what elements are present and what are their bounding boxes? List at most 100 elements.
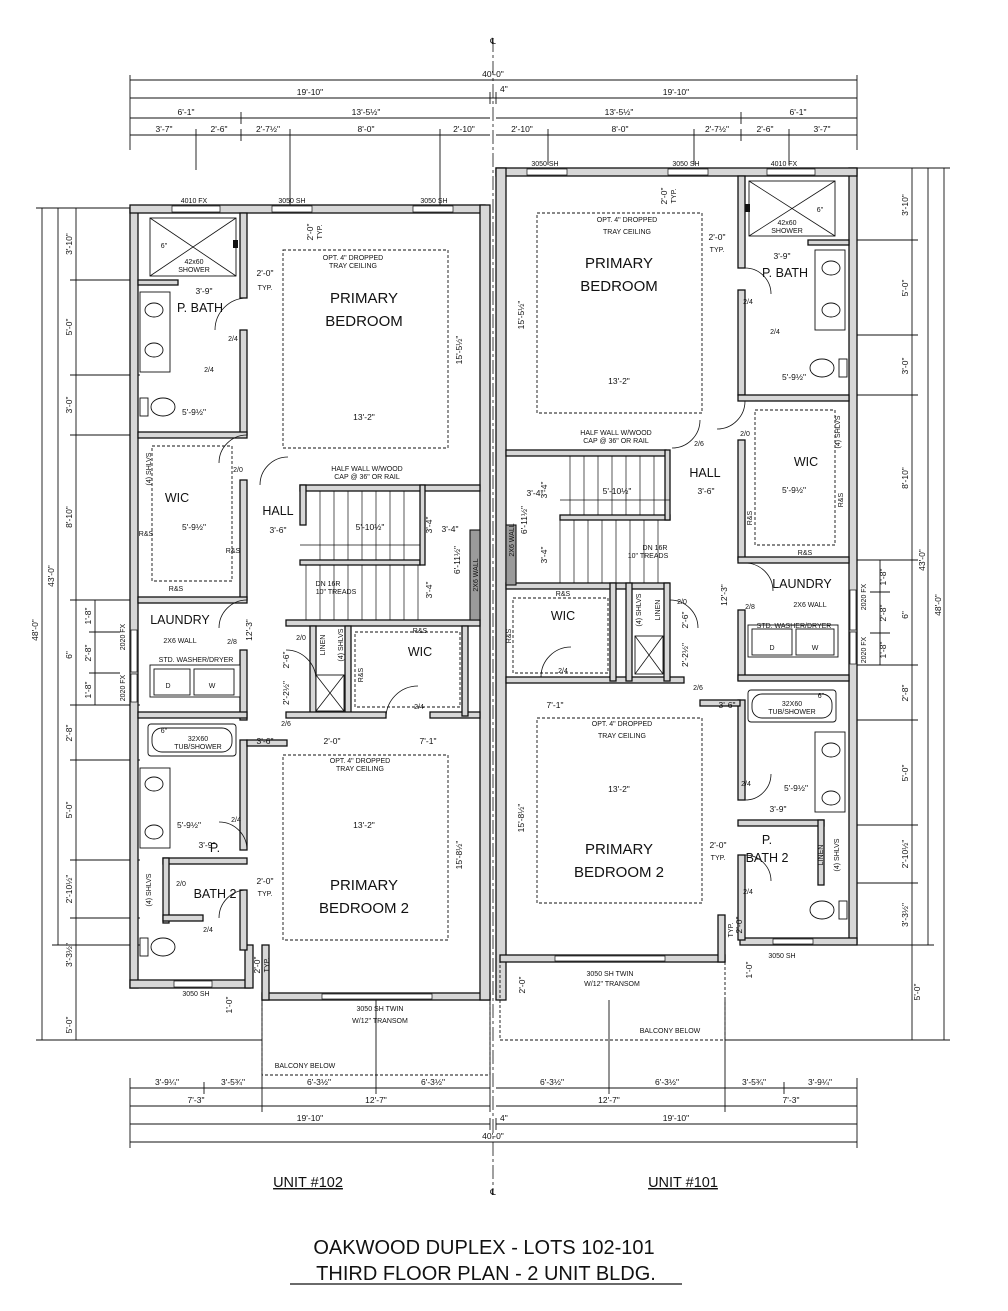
left-bottom-2-0: 2'-0" [252,957,262,974]
left-stair-3-4-b: 3'-4" [424,517,434,534]
left-stairs [300,491,420,620]
right-bedroom-15-5: 15'-5½" [516,301,526,330]
left-top-2-0: 2'-0" [305,224,315,241]
bottom-dimensions: 3'-9¼" 3'-5¾" 6'-3½" 6'-3½" 6'-3½" 6'-3½… [129,1000,858,1148]
left-bath2-3-9: 3'-9" [199,840,216,850]
right-window-3050sh-2: 3050 SH [672,161,699,168]
left-bottom-1-0: 1'-0" [224,997,234,1014]
right-door-2-4-c: 2/4 [741,781,751,788]
left-p-bath-label: P. BATH [177,301,223,315]
dim-bottom-sub-right-2: 6'-3½" [655,1077,679,1087]
dim-overall-depth-left: 48'-0" [30,619,40,641]
left-tray1-line2: TRAY CEILING [329,263,377,270]
left-bottom-typ: TYP. [264,958,271,973]
left-stairs-line1: DN 16R [316,581,341,588]
dim-right-v-10: 2'-10½" [900,840,910,869]
top-dimensions: 40'-0" 19'-10" 4" 19'-10" 6'-1" 13'-5½" … [129,69,858,205]
dim-party-wall-top: 4" [500,84,508,94]
left-half-wall-line2: CAP @ 36" OR RAIL [334,474,400,481]
right-tray1-line2: TRAY CEILING [603,229,651,236]
dim-right-v-12: 5'-0" [912,984,922,1001]
left-tub-6: 6" [161,728,168,735]
left-stair-3-4-a: 3'-4" [442,524,459,534]
dim-right-v-1: 3'-10" [900,194,910,216]
left-door-2-0-a: 2/0 [233,467,243,474]
right-shower-6: 6" [817,207,824,214]
dim-bottom-mid-left-2: 12'-7" [365,1095,387,1105]
left-dimensions: 48'-0" 43'-0" 3'-10" 5'-0" 3'-0" 8'-10" … [30,207,262,1041]
dim-left-v-6b: 6" [64,651,74,659]
unit-102-labels: PRIMARY BEDROOM PRIMARY BEDROOM 2 P. BAT… [120,198,480,1070]
left-wic2-rs-top: R&S [413,628,428,635]
dim-overall-width-bottom: 40'-0" [482,1131,504,1141]
right-door-2-4-b: 2/4 [770,329,780,336]
right-stair-3-4-a: 3'-4" [527,488,544,498]
right-p-bath2-line2: BATH 2 [746,851,789,865]
right-wic-rs-3: R&S [798,550,813,557]
dim-top-sub-right-5: 3'-7" [814,124,831,134]
left-core-shlvs: (4) SHLVS [338,628,345,661]
left-primary-bedroom2-line2: BEDROOM 2 [319,900,409,917]
right-washer: W [812,645,819,652]
right-tray2-line2: TRAY CEILING [598,733,646,740]
left-bath-3-9: 3'-9" [196,286,213,296]
dim-top-sub-left-5: 2'-10" [453,124,475,134]
right-bath-3-9: 3'-9" [774,251,791,261]
dim-left-half-bottom: 19'-10" [297,1113,323,1123]
right-window-twin-line1: 3050 SH TWIN [587,971,634,978]
unit-102-fixtures [139,217,491,1076]
dim-top-sub-right-2: 8'-0" [612,124,629,134]
right-window-bottom-3050sh: 3050 SH [768,953,795,960]
right-half-wall-line1: HALF WALL W/WOOD [580,430,651,437]
right-bath2-5-9: 5'-9½" [784,783,808,793]
right-hall-2-6: 2'-6" [680,612,690,629]
dim-top-sub-right-1: 2'-10" [511,124,533,134]
left-2x6-wall-vert: 2X6 WALL [473,558,480,591]
left-door-2-4-b: 2/4 [204,367,214,374]
left-hall-12-3: 12'-3" [244,619,254,641]
dim-left-v-11: 3'-3½" [64,943,74,967]
dim-bottom-sub-right-1: 6'-3½" [540,1077,564,1087]
dim-right-half-bottom: 19'-10" [663,1113,689,1123]
dim-bottom-sub-right-3: 3'-5¾" [742,1077,766,1087]
left-wic-label: WIC [165,491,189,505]
right-bedroom2-15-8: 15'-8½" [516,804,526,833]
left-laundry-label: LAUNDRY [150,613,210,627]
dim-top-left-1: 6'-1" [178,107,195,117]
left-bath2-shlvs: (4) SHLVS [146,873,153,906]
left-primary-bedroom-line1: PRIMARY [330,290,398,307]
dim-left-v-9: 5'-0" [64,802,74,819]
right-tub-line1: 32X60 [782,701,802,708]
dim-top-sub-left-2: 2'-6" [211,124,228,134]
left-exterior-wall [129,207,139,989]
left-shower-6: 6" [161,243,168,250]
left-window-3050sh-2: 3050 SH [420,198,447,205]
left-bed2-typ: TYP. [258,891,273,898]
right-stair-3-4-c: 3'-4" [539,547,549,564]
right-door-2-6-a: 2/6 [694,441,704,448]
left-laundry-2x6: 2X6 WALL [163,638,196,645]
dim-left-v-6: 2'-8" [83,645,93,662]
left-bedroom-13-2: 13'-2" [353,412,375,422]
right-laundry-label: LAUNDRY [772,577,832,591]
right-tub-6: 6" [818,693,825,700]
left-tray1-line1: OPT. 4" DROPPED [323,255,383,262]
dim-left-v-12: 5'-0" [64,1017,74,1034]
left-p-bath2-line2: BATH 2 [194,887,237,901]
left-tub-line2: TUB/SHOWER [174,744,221,751]
right-window-2020fx-1: 2020 FX [861,583,868,610]
right-wic-rs-2: R&S [838,492,845,507]
right-window-4010fx: 4010 FX [771,161,798,168]
dim-top-sub-left-4: 8'-0" [358,124,375,134]
left-window-3050sh-1: 3050 SH [278,198,305,205]
right-bed2-2-0: 2'-0" [710,840,727,850]
right-bath2-3-9: 3'-9" [770,804,787,814]
left-wic-rs-1: R&S [139,531,154,538]
dim-unit-depth-left: 43'-0" [46,565,56,587]
right-wic2-label: WIC [551,609,575,623]
dim-right-v-11: 3'-3½" [900,903,910,927]
right-tray1-line1: OPT. 4" DROPPED [597,217,657,224]
title-line-1: OAKWOOD DUPLEX - LOTS 102-101 [313,1237,654,1259]
right-dryer: D [769,645,774,652]
right-stairs-line2: 10" TREADS [628,553,669,560]
